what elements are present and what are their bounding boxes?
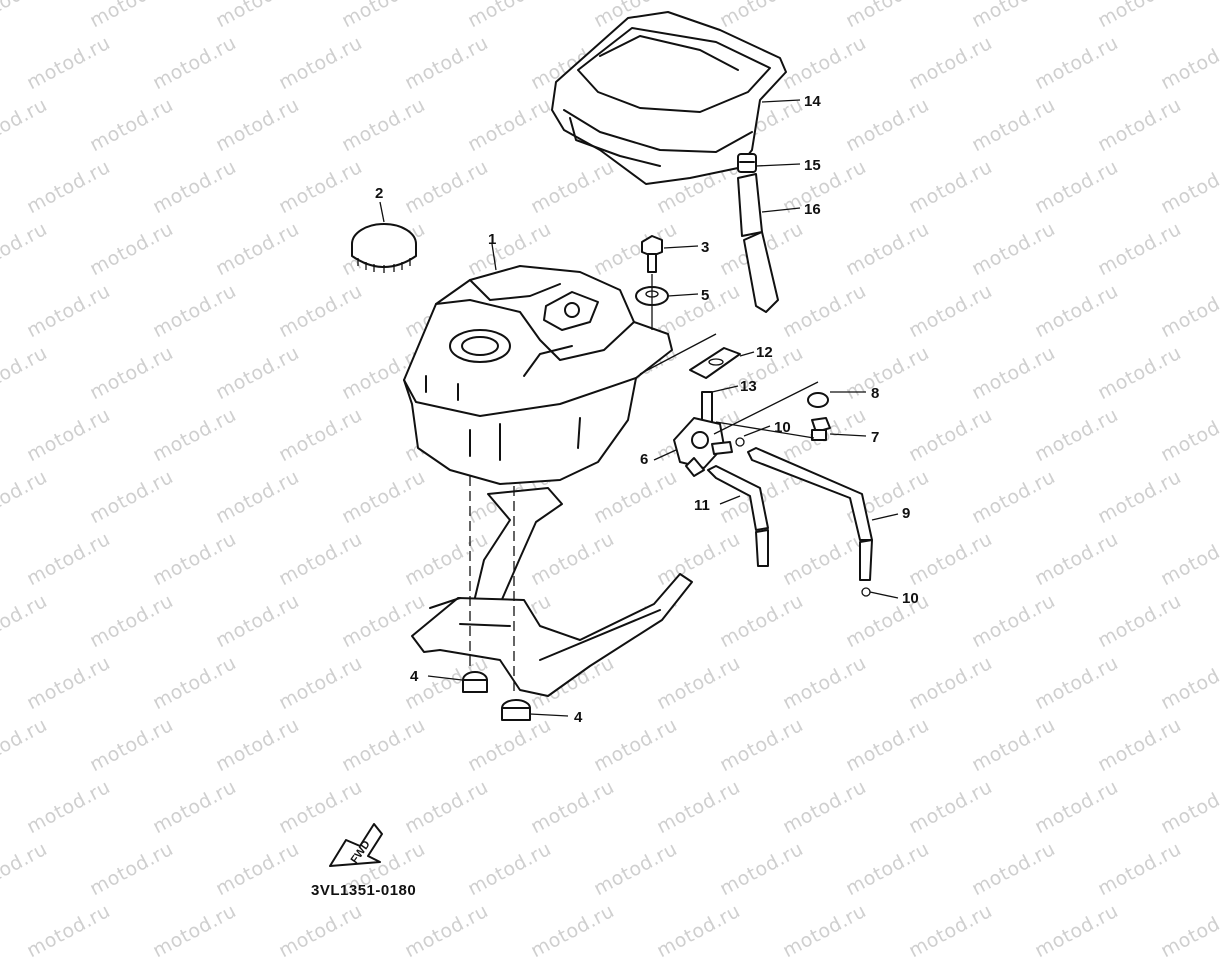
part-fuel-cap	[351, 223, 417, 273]
part-hose-long	[747, 447, 873, 581]
assembly-lines	[469, 274, 819, 696]
callout-11: 11	[694, 497, 710, 514]
callout-4b: 4	[574, 709, 583, 726]
callout-16: 16	[804, 201, 821, 218]
part-fuel-tank	[403, 265, 673, 485]
callout-labels: 1 2 3 4 4 5 6 7 8 9 10 10 11 12 13 14 15…	[375, 93, 919, 726]
callout-10a: 10	[774, 419, 791, 436]
part-bolt	[641, 235, 663, 273]
callout-12: 12	[756, 344, 773, 361]
part-storage-box	[551, 11, 787, 185]
callout-15: 15	[804, 157, 821, 174]
callout-2: 2	[375, 185, 383, 202]
callout-7: 7	[871, 429, 879, 446]
part-hose-short	[707, 465, 769, 567]
frame	[411, 487, 693, 697]
callout-13: 13	[740, 378, 757, 395]
callout-8: 8	[871, 385, 879, 402]
part-fitting	[737, 153, 757, 173]
callout-4a: 4	[410, 668, 419, 685]
part-fuel-cock	[673, 391, 733, 477]
callout-9: 9	[902, 505, 910, 522]
leader-lines	[379, 99, 899, 717]
callout-1: 1	[488, 231, 496, 248]
callout-3: 3	[701, 239, 709, 256]
fwd-arrow-icon: FWD	[329, 823, 383, 867]
part-gasket	[689, 347, 741, 379]
part-screw	[811, 417, 831, 441]
callout-14: 14	[804, 93, 821, 110]
callout-6: 6	[640, 451, 648, 468]
callout-10b: 10	[902, 590, 919, 607]
drawing-code: 3VL1351-0180	[311, 882, 417, 899]
part-drain-hose	[737, 173, 779, 313]
part-washer	[807, 392, 829, 408]
callout-5: 5	[701, 287, 709, 304]
parts-diagram: FWD 1 2 3 4 4 5 6 7 8 9 10 10 11 12 13 1…	[329, 11, 919, 867]
part-rubber-mount	[462, 671, 531, 721]
